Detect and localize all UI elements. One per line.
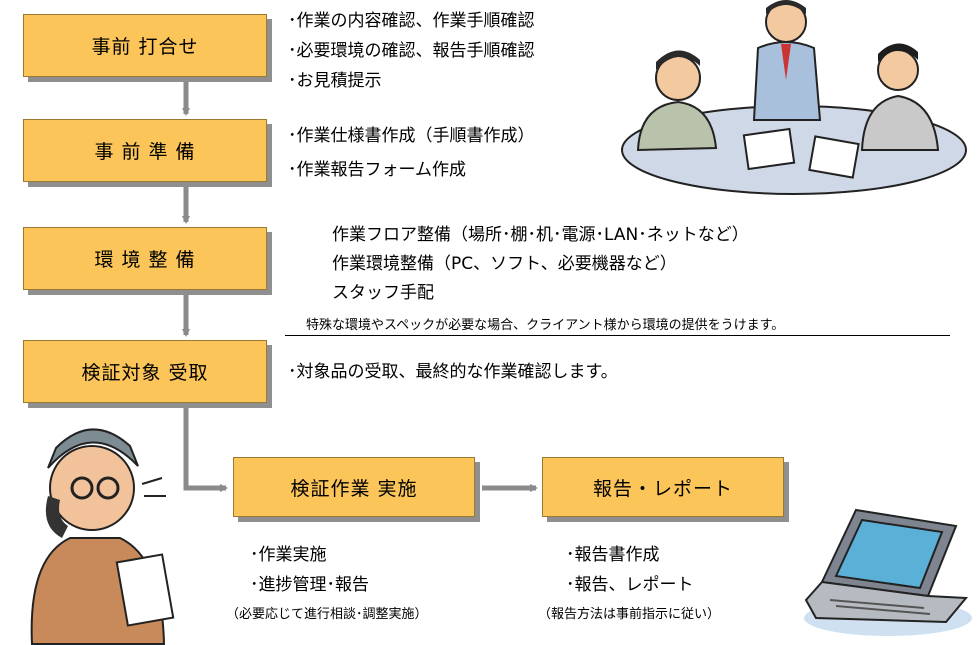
notes-execute: ･作業実施 ･進捗管理･報告 bbox=[250, 540, 369, 600]
step-execute-verification: 検証作業 実施 bbox=[233, 457, 475, 517]
laptop-illustration bbox=[804, 508, 972, 636]
note-line: ･必要環境の確認、報告手順確認 bbox=[288, 41, 535, 61]
remark-underline bbox=[285, 335, 950, 336]
step-receive-target: 検証対象 受取 bbox=[23, 340, 267, 403]
note-line: ･報告書作成 bbox=[566, 545, 660, 565]
step-pre-meeting: 事前 打合せ bbox=[23, 14, 267, 77]
step-environment: 環 境 整 備 bbox=[23, 227, 267, 290]
step-label: 検証作業 実施 bbox=[290, 477, 418, 500]
note-line: 作業環境整備（PC、ソフト、必要機器など） bbox=[332, 254, 677, 274]
notes-meeting: ･作業の内容確認、作業手順確認 ･必要環境の確認、報告手順確認 ･お見積提示 bbox=[288, 6, 535, 96]
note-line: ･報告、レポート bbox=[566, 575, 694, 595]
phone-man-illustration bbox=[30, 428, 175, 645]
note-line: ･対象品の受取、最終的な作業確認します。 bbox=[288, 362, 618, 382]
arrow-s4-s5 bbox=[183, 408, 228, 492]
note-line: ･作業実施 bbox=[250, 545, 327, 565]
note-line: 作業フロア整備（場所･棚･机･電源･LAN･ネットなど） bbox=[332, 225, 749, 245]
step-report: 報告・レポート bbox=[542, 457, 784, 517]
step-label: 事前 打合せ bbox=[91, 36, 199, 58]
report-remark: （報告方法は事前指示に従い） bbox=[538, 607, 721, 622]
step-label: 環 境 整 備 bbox=[94, 249, 196, 271]
notes-environment: 作業フロア整備（場所･棚･机･電源･LAN･ネットなど） 作業環境整備（PC、ソ… bbox=[332, 221, 749, 308]
note-line: ･作業報告フォーム作成 bbox=[288, 160, 466, 180]
note-line: ･進捗管理･報告 bbox=[250, 575, 369, 595]
execute-remark: （必要応じて進行相談･調整実施） bbox=[226, 607, 428, 622]
meeting-illustration bbox=[621, 0, 967, 195]
step-preparation: 事 前 準 備 bbox=[23, 119, 267, 182]
note-line: スタッフ手配 bbox=[332, 283, 434, 303]
note-line: ･作業仕様書作成（手順書作成） bbox=[288, 126, 535, 146]
note-line: ･作業の内容確認、作業手順確認 bbox=[288, 11, 535, 31]
step-label: 検証対象 受取 bbox=[81, 362, 209, 384]
note-line: ･お見積提示 bbox=[288, 71, 382, 91]
notes-preparation: ･作業仕様書作成（手順書作成） ･作業報告フォーム作成 bbox=[288, 119, 535, 187]
environment-remark: 特殊な環境やスペックが必要な場合、クライアント様から環境の提供をうけます。 bbox=[306, 318, 785, 333]
notes-receive: ･対象品の受取、最終的な作業確認します。 bbox=[288, 357, 618, 387]
notes-report: ･報告書作成 ･報告、レポート bbox=[566, 540, 694, 600]
step-label: 報告・レポート bbox=[592, 477, 733, 500]
step-label: 事 前 準 備 bbox=[94, 141, 196, 163]
